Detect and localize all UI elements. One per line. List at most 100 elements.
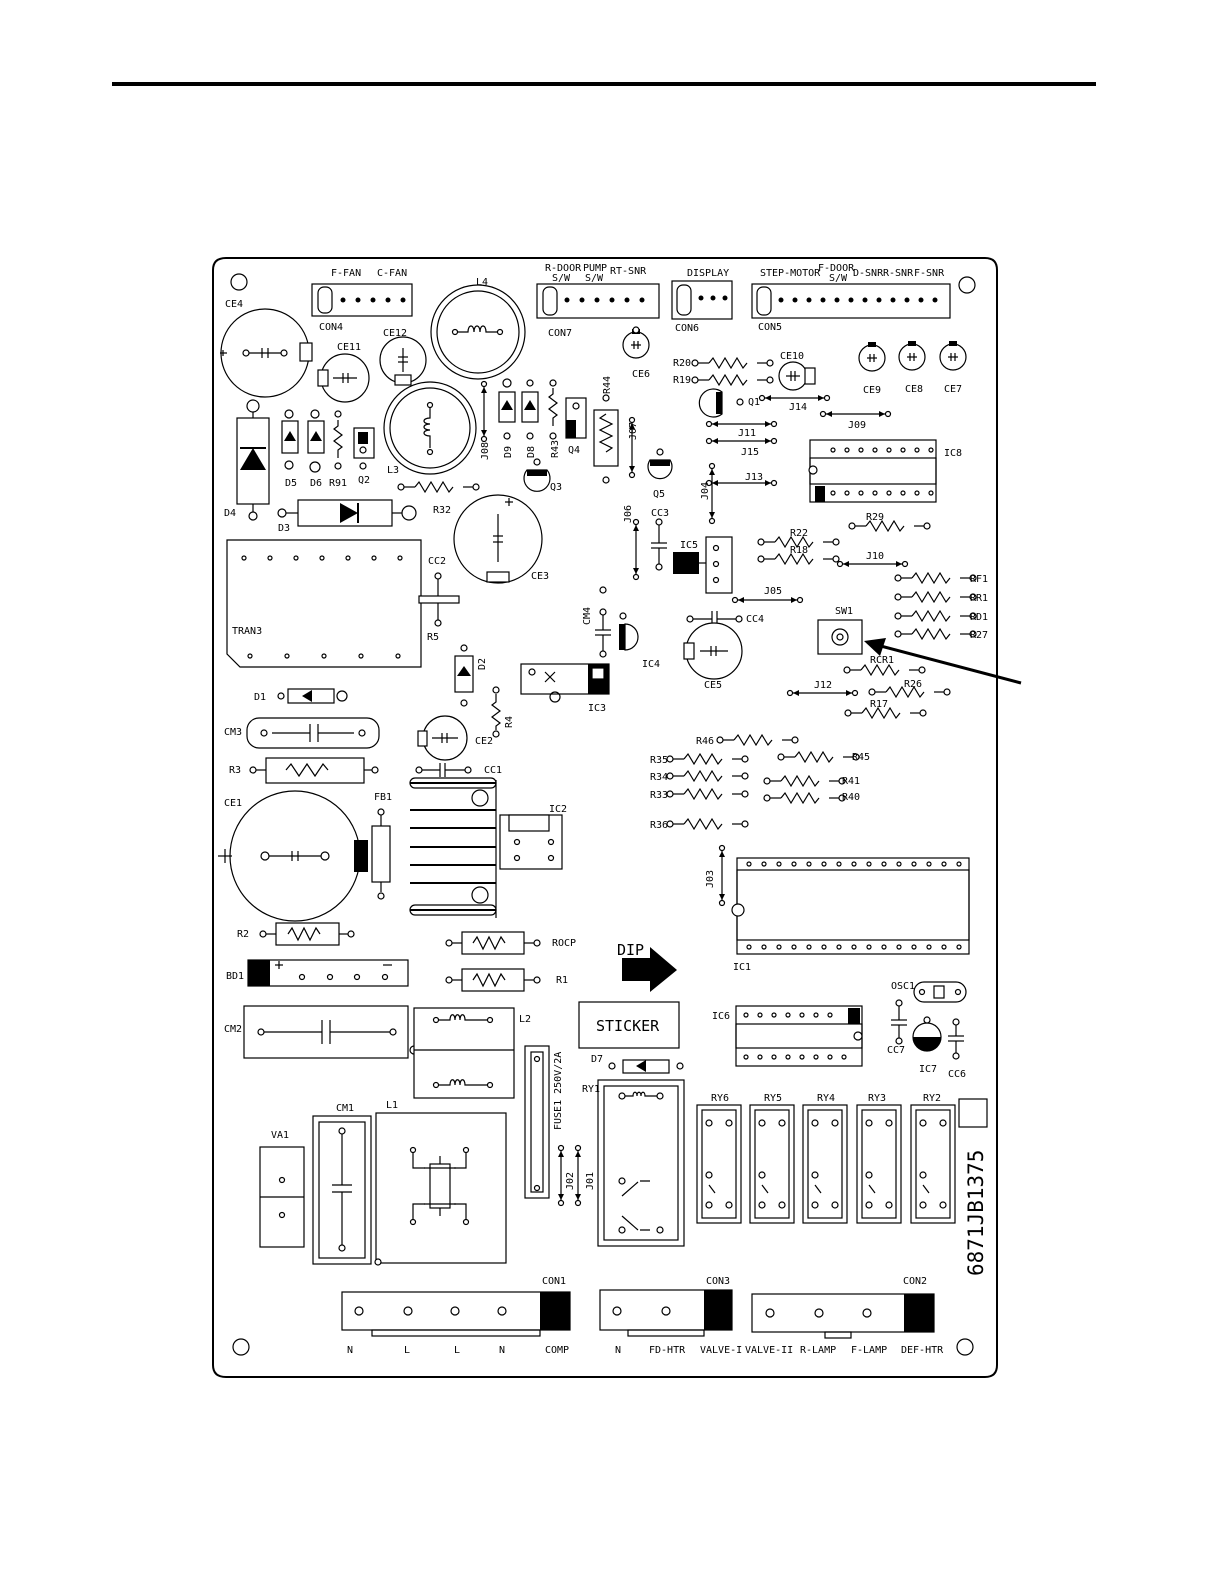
d1-label: D1 [254,692,266,703]
j08-jumper [480,380,488,443]
d2-label: D2 [477,658,488,670]
d5-diode [281,409,299,470]
ce9-label: CE9 [863,385,881,396]
cc6-label: CC6 [948,1069,966,1080]
cc2-capacitor [418,572,460,627]
q5-label: Q5 [653,489,665,500]
mount-hole-tr [958,276,976,294]
f-door-sw-label: S/W [829,273,848,284]
con7-connector [536,283,660,319]
fd-htr-pin-label: FD-HTR [649,1345,686,1356]
ry3-relay [856,1104,902,1224]
r5-label: R5 [427,632,439,643]
ce1-capacitor [218,790,368,922]
display-label: DISPLAY [687,268,729,279]
rf1-label: RF1 [970,574,988,585]
r45-label: R45 [852,752,870,763]
cc6-capacitor [948,1018,964,1060]
j07-label: J07 [628,422,639,440]
cc7-capacitor [891,999,907,1045]
j06-jumper [632,518,640,581]
def-htr-pin-label: DEF-HTR [901,1345,944,1356]
cc1-label: CC1 [484,765,502,776]
sticker-label: STICKER [596,1017,660,1035]
q1-label: Q1 [748,397,760,408]
r40-label: R40 [842,792,860,803]
r19-resistor [691,374,774,386]
r44-label: R44 [602,376,613,394]
fuse1-label: FUSE1 250V/2A [553,1052,564,1130]
ic8-label: IC8 [944,448,962,459]
d8-label: D8 [526,446,537,458]
ce3-capacitor [453,494,543,584]
r45-resistor [777,751,860,763]
valve-ii-pin-label: VALVE-II [745,1345,793,1356]
l4-label: L4 [476,277,488,288]
j02-label: J02 [565,1172,576,1190]
ic5-label: IC5 [680,540,698,551]
r46-label: R46 [696,736,714,747]
osc1-label: OSC1 [891,981,915,992]
q2-label: Q2 [358,475,370,486]
j13-label: J13 [745,472,763,483]
tran3-transformer [226,539,422,668]
ry2-relay [910,1104,956,1224]
r3-resistor [249,757,379,784]
osc1-oscillator [913,981,967,1003]
j09-label: J09 [848,420,866,431]
ic5-regulator [673,536,733,594]
j08-label: J08 [480,442,491,460]
rd1-resistor [894,610,977,622]
r32-label: R32 [433,505,451,516]
tran3-label: TRAN3 [232,626,262,637]
ry4-label: RY4 [817,1093,835,1104]
r18-label: R18 [790,545,808,556]
ce2-capacitor [417,715,468,761]
cm1-capacitor [312,1115,372,1265]
ic4-regulator [619,612,639,651]
pump-sw-label: S/W [585,273,604,284]
rt-snr-label: RT-SNR [610,266,647,277]
sw1-label: SW1 [835,606,853,617]
con4-label: CON4 [319,322,343,333]
j09-jumper [819,410,892,418]
cc1-capacitor [415,763,472,777]
r2-resistor [259,922,355,946]
ce10-capacitor [778,361,816,391]
fiducial-square [958,1098,988,1128]
ce12-capacitor [379,336,427,386]
ce11-capacitor [317,353,370,403]
j03-jumper [718,844,726,907]
mount-hole-bl [232,1338,250,1356]
con4-connector [311,283,413,317]
fb1-ferrite-bead [371,808,391,900]
con7-label: CON7 [548,328,572,339]
ic2-heatsink [409,777,563,918]
j13-jumper [705,479,778,487]
ry5-relay [749,1104,795,1224]
bd1-label: BD1 [226,971,244,982]
cc4-capacitor [686,611,743,627]
d2-diode [454,644,474,707]
cm2-capacitor [243,1005,419,1059]
ce12-label: CE12 [383,328,407,339]
ce4-capacitor [220,308,313,398]
ic3-label: IC3 [588,703,606,714]
r19-label: R19 [673,375,691,386]
d4-label: D4 [224,508,236,519]
r1-label: R1 [556,975,568,986]
r40-resistor [763,792,846,804]
ic3-optocoupler [520,663,610,703]
pointer-arrow [864,638,1022,685]
con5-connector [751,283,951,319]
ry4-relay [802,1104,848,1224]
q1-transistor [698,388,744,418]
ry2-label: RY2 [923,1093,941,1104]
r34-resistor [666,770,749,782]
va1-label: VA1 [271,1130,289,1141]
cc3-capacitor [651,518,667,571]
d1-diode [277,688,348,704]
sw1-dip-switch [817,619,863,655]
r1-resistor [445,968,541,992]
